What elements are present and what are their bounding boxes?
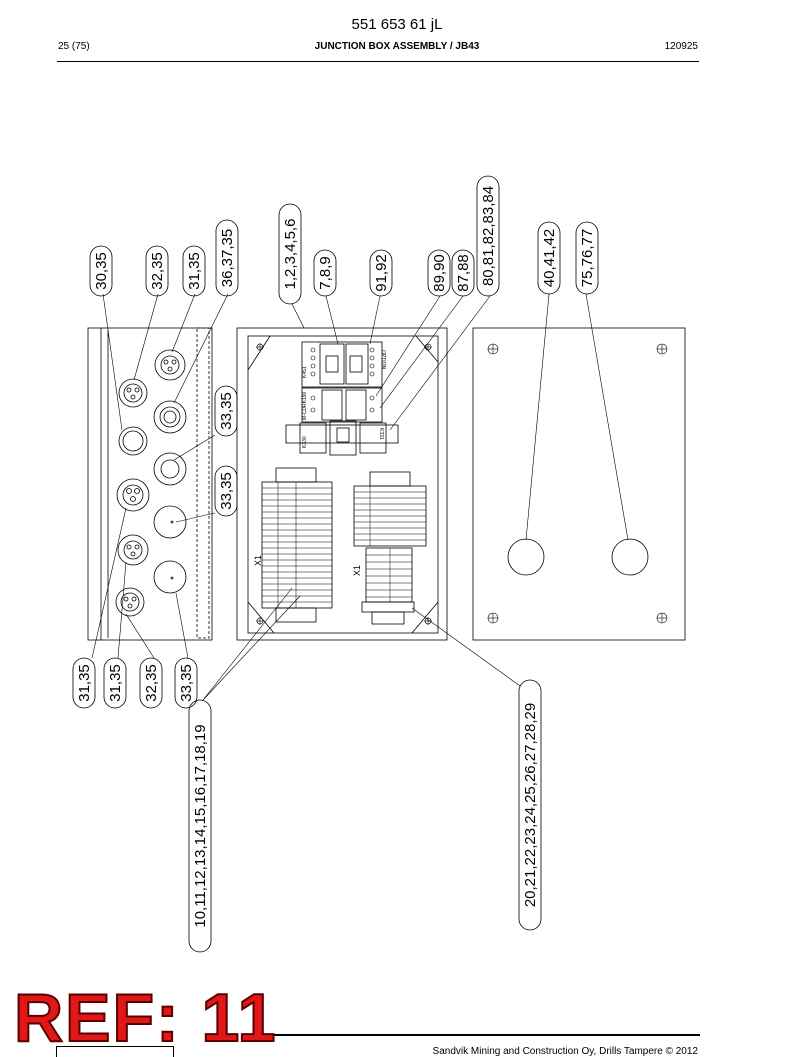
callout-bubble [518,679,542,931]
gland-31-35-top [154,349,186,381]
sandvik-logo [56,1046,174,1057]
callout-33-35-c: 33,35 [178,664,195,702]
callout-31-35-bottom-2: 31,35 [107,664,124,702]
document-number: 551 653 61 jL [351,16,443,33]
callout-91-92: 91,92 [373,254,390,292]
callouts [72,175,599,953]
callout-bubble [174,657,198,709]
callout-bubble [476,175,500,297]
callout-bubble [313,249,337,297]
callout-33-35-a: 33,35 [218,392,235,430]
callout-bubble [139,657,163,709]
gland-31-35-a [116,478,150,512]
relay-label-k331: K331 [378,428,384,440]
callout-bubble [182,245,206,297]
callout-7-9: 7,8,9 [317,256,334,289]
callout-31-35-top: 31,35 [186,252,203,290]
option-label: OPTION [380,350,386,370]
header-rule [57,61,699,62]
callout-32-35-top: 32,35 [149,252,166,290]
page-number: 25 (75) [58,41,90,52]
relay-label-k330: K330 [302,436,308,448]
callout-33-35-b: 33,35 [218,472,235,510]
callout-bubble [537,221,561,295]
callout-1-6: 1,2,3,4,5,6 [282,219,299,290]
callout-bubble [188,699,212,953]
page-title: JUNCTION BOX ASSEMBLY / JB43 [314,41,480,52]
gland-33-35-a [153,452,187,486]
callout-87-88: 87,88 [455,254,472,292]
callout-bubble [72,657,96,709]
plug-33-35-b [153,505,187,539]
callout-30-35: 30,35 [93,252,110,290]
gland-30-35 [118,426,148,456]
terminal-label-x1-left: X1 [253,555,263,566]
lid-view [472,327,686,641]
callout-75-77: 75,76,77 [579,229,596,287]
callout-bubble [89,245,113,297]
callout-bubble [575,221,599,295]
side-view-glands [87,327,213,641]
relay-label-k451: K451 [302,366,308,378]
ref-stamp: REF: 11 [13,980,278,1056]
relay-label-cdrk: M-CDRK190 [302,391,308,420]
gland-36-37-35 [153,400,187,434]
callout-36-37-35: 36,37,35 [219,229,236,287]
callout-31-35-bottom-1: 31,35 [76,664,93,702]
plug-33-35-c [153,560,187,594]
callout-10-19: 10,11,12,13,14,15,16,17,18,19 [192,724,209,927]
callout-89-90: 89,90 [431,254,448,292]
callout-20-29: 20,21,22,23,24,25,26,27,28,29 [522,703,539,907]
callout-40-42: 40,41,42 [541,229,558,287]
gland-31-35-b [117,534,149,566]
callout-bubble [278,203,302,305]
callout-bubble [215,219,239,297]
callout-bubble [214,385,238,437]
callout-bubble [451,249,475,297]
callout-bubble [103,657,127,709]
callout-32-35-bottom: 32,35 [143,664,160,702]
footer-rule [270,1034,700,1036]
callout-80-84: 80,81,82,83,84 [480,186,497,286]
callout-bubble [214,465,238,517]
gland-32-35 [118,378,148,408]
callout-bubble [427,249,451,297]
callout-bubble [369,249,393,297]
leader-lines [91,293,629,701]
callout-bubble [145,245,169,297]
interior-view [236,327,448,641]
document-date: 120925 [664,41,698,52]
copyright-text: Sandvik Mining and Construction Oy, Dril… [432,1046,698,1057]
terminal-label-x1-right: X1 [352,565,362,576]
gland-32-35-b [115,587,145,617]
